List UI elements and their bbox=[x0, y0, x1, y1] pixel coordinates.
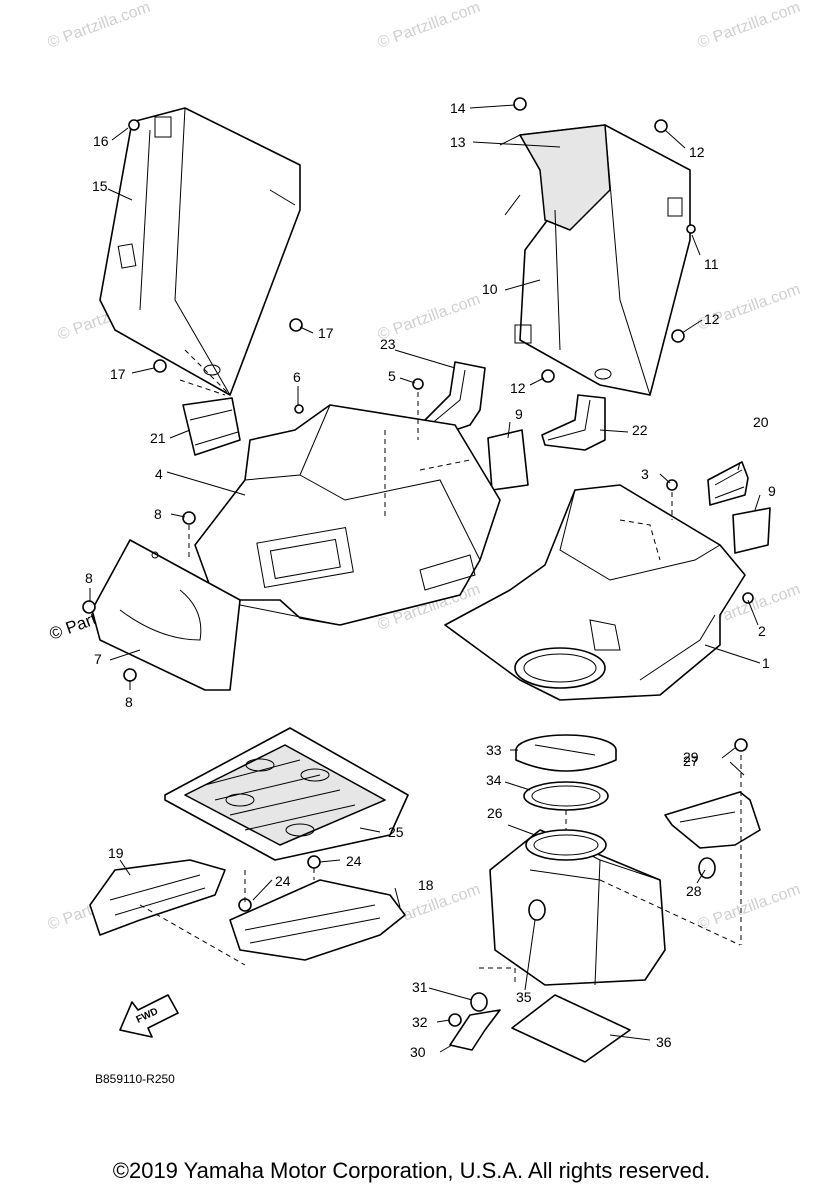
callout-18: 18 bbox=[418, 877, 434, 893]
left-floor-tub bbox=[194, 404, 501, 626]
callout-34: 34 bbox=[486, 772, 502, 788]
callout-27: 27 bbox=[683, 753, 699, 769]
tank-bracket bbox=[664, 791, 761, 849]
callout-12a: 12 bbox=[689, 144, 705, 160]
callout-36: 36 bbox=[656, 1034, 672, 1050]
skid-plate bbox=[164, 727, 409, 861]
watermark: © Partzilla.com bbox=[46, 0, 153, 52]
left-side-panel bbox=[99, 107, 301, 396]
watermark: © Partzilla.com bbox=[376, 0, 483, 52]
callout-12c: 12 bbox=[510, 380, 526, 396]
bracket-20 bbox=[707, 461, 749, 506]
tank-pad bbox=[511, 994, 631, 1063]
callout-24a: 24 bbox=[346, 853, 362, 869]
callout-19: 19 bbox=[108, 845, 124, 861]
callout-29: 29 bbox=[683, 749, 699, 765]
watermark: © Partzilla.com bbox=[696, 881, 803, 934]
callout-9b: 9 bbox=[768, 483, 776, 499]
copyright-notice: ©2019 Yamaha Motor Corporation, U.S.A. A… bbox=[112, 1158, 711, 1183]
bracket-22 bbox=[541, 394, 606, 451]
callout-10: 10 bbox=[482, 281, 498, 297]
callout-8c: 8 bbox=[125, 694, 133, 710]
callout-30: 30 bbox=[410, 1044, 426, 1060]
callout-3: 3 bbox=[641, 466, 649, 482]
pad-9-left bbox=[487, 429, 529, 491]
diagram-code: B859110-R250 bbox=[95, 1072, 175, 1086]
fuel-tank bbox=[489, 829, 666, 986]
callouts: 1 2 3 4 5 6 7 8 8 8 9 9 10 11 12 12 12 1… bbox=[85, 100, 776, 1060]
callout-7: 7 bbox=[94, 651, 102, 667]
callout-23: 23 bbox=[380, 336, 396, 352]
callout-8b: 8 bbox=[85, 570, 93, 586]
callout-4: 4 bbox=[155, 466, 163, 482]
callout-17b: 17 bbox=[110, 366, 126, 382]
callout-2: 2 bbox=[758, 623, 766, 639]
callout-16: 16 bbox=[93, 133, 109, 149]
callout-17a: 17 bbox=[318, 325, 334, 341]
callout-26: 26 bbox=[487, 805, 503, 821]
callout-33: 33 bbox=[486, 742, 502, 758]
callout-21: 21 bbox=[150, 430, 166, 446]
callout-28: 28 bbox=[686, 883, 702, 899]
right-floor-tub bbox=[444, 484, 746, 701]
fuel-cap bbox=[515, 734, 617, 772]
fuel-cap-gasket bbox=[523, 781, 609, 811]
pad-9-right bbox=[732, 507, 771, 554]
callout-5: 5 bbox=[388, 368, 396, 384]
callout-20: 20 bbox=[753, 414, 769, 430]
damper-31 bbox=[470, 992, 488, 1012]
callout-1: 1 bbox=[762, 655, 770, 671]
callout-9a: 9 bbox=[515, 406, 523, 422]
callout-15: 15 bbox=[92, 178, 108, 194]
right-guard bbox=[229, 879, 406, 961]
callout-32: 32 bbox=[412, 1014, 428, 1030]
callout-24b: 24 bbox=[275, 873, 291, 889]
forward-arrow-icon: FWD bbox=[119, 994, 179, 1038]
callout-8a: 8 bbox=[154, 506, 162, 522]
callout-11: 11 bbox=[704, 256, 719, 272]
leader-lines bbox=[89, 104, 761, 1053]
bracket-30 bbox=[449, 1009, 501, 1051]
callout-13: 13 bbox=[450, 134, 466, 150]
callout-31: 31 bbox=[412, 979, 428, 995]
assembly-lines bbox=[139, 392, 742, 985]
callout-14: 14 bbox=[450, 100, 466, 116]
callout-25: 25 bbox=[388, 824, 404, 840]
callout-12b: 12 bbox=[704, 311, 720, 327]
watermark: © Partzilla.com bbox=[696, 0, 803, 52]
bracket-21 bbox=[182, 397, 241, 456]
callout-35: 35 bbox=[516, 989, 532, 1005]
left-guard bbox=[89, 859, 226, 936]
right-side-panel bbox=[499, 124, 691, 396]
callout-6: 6 bbox=[293, 369, 301, 385]
callout-22: 22 bbox=[632, 422, 648, 438]
